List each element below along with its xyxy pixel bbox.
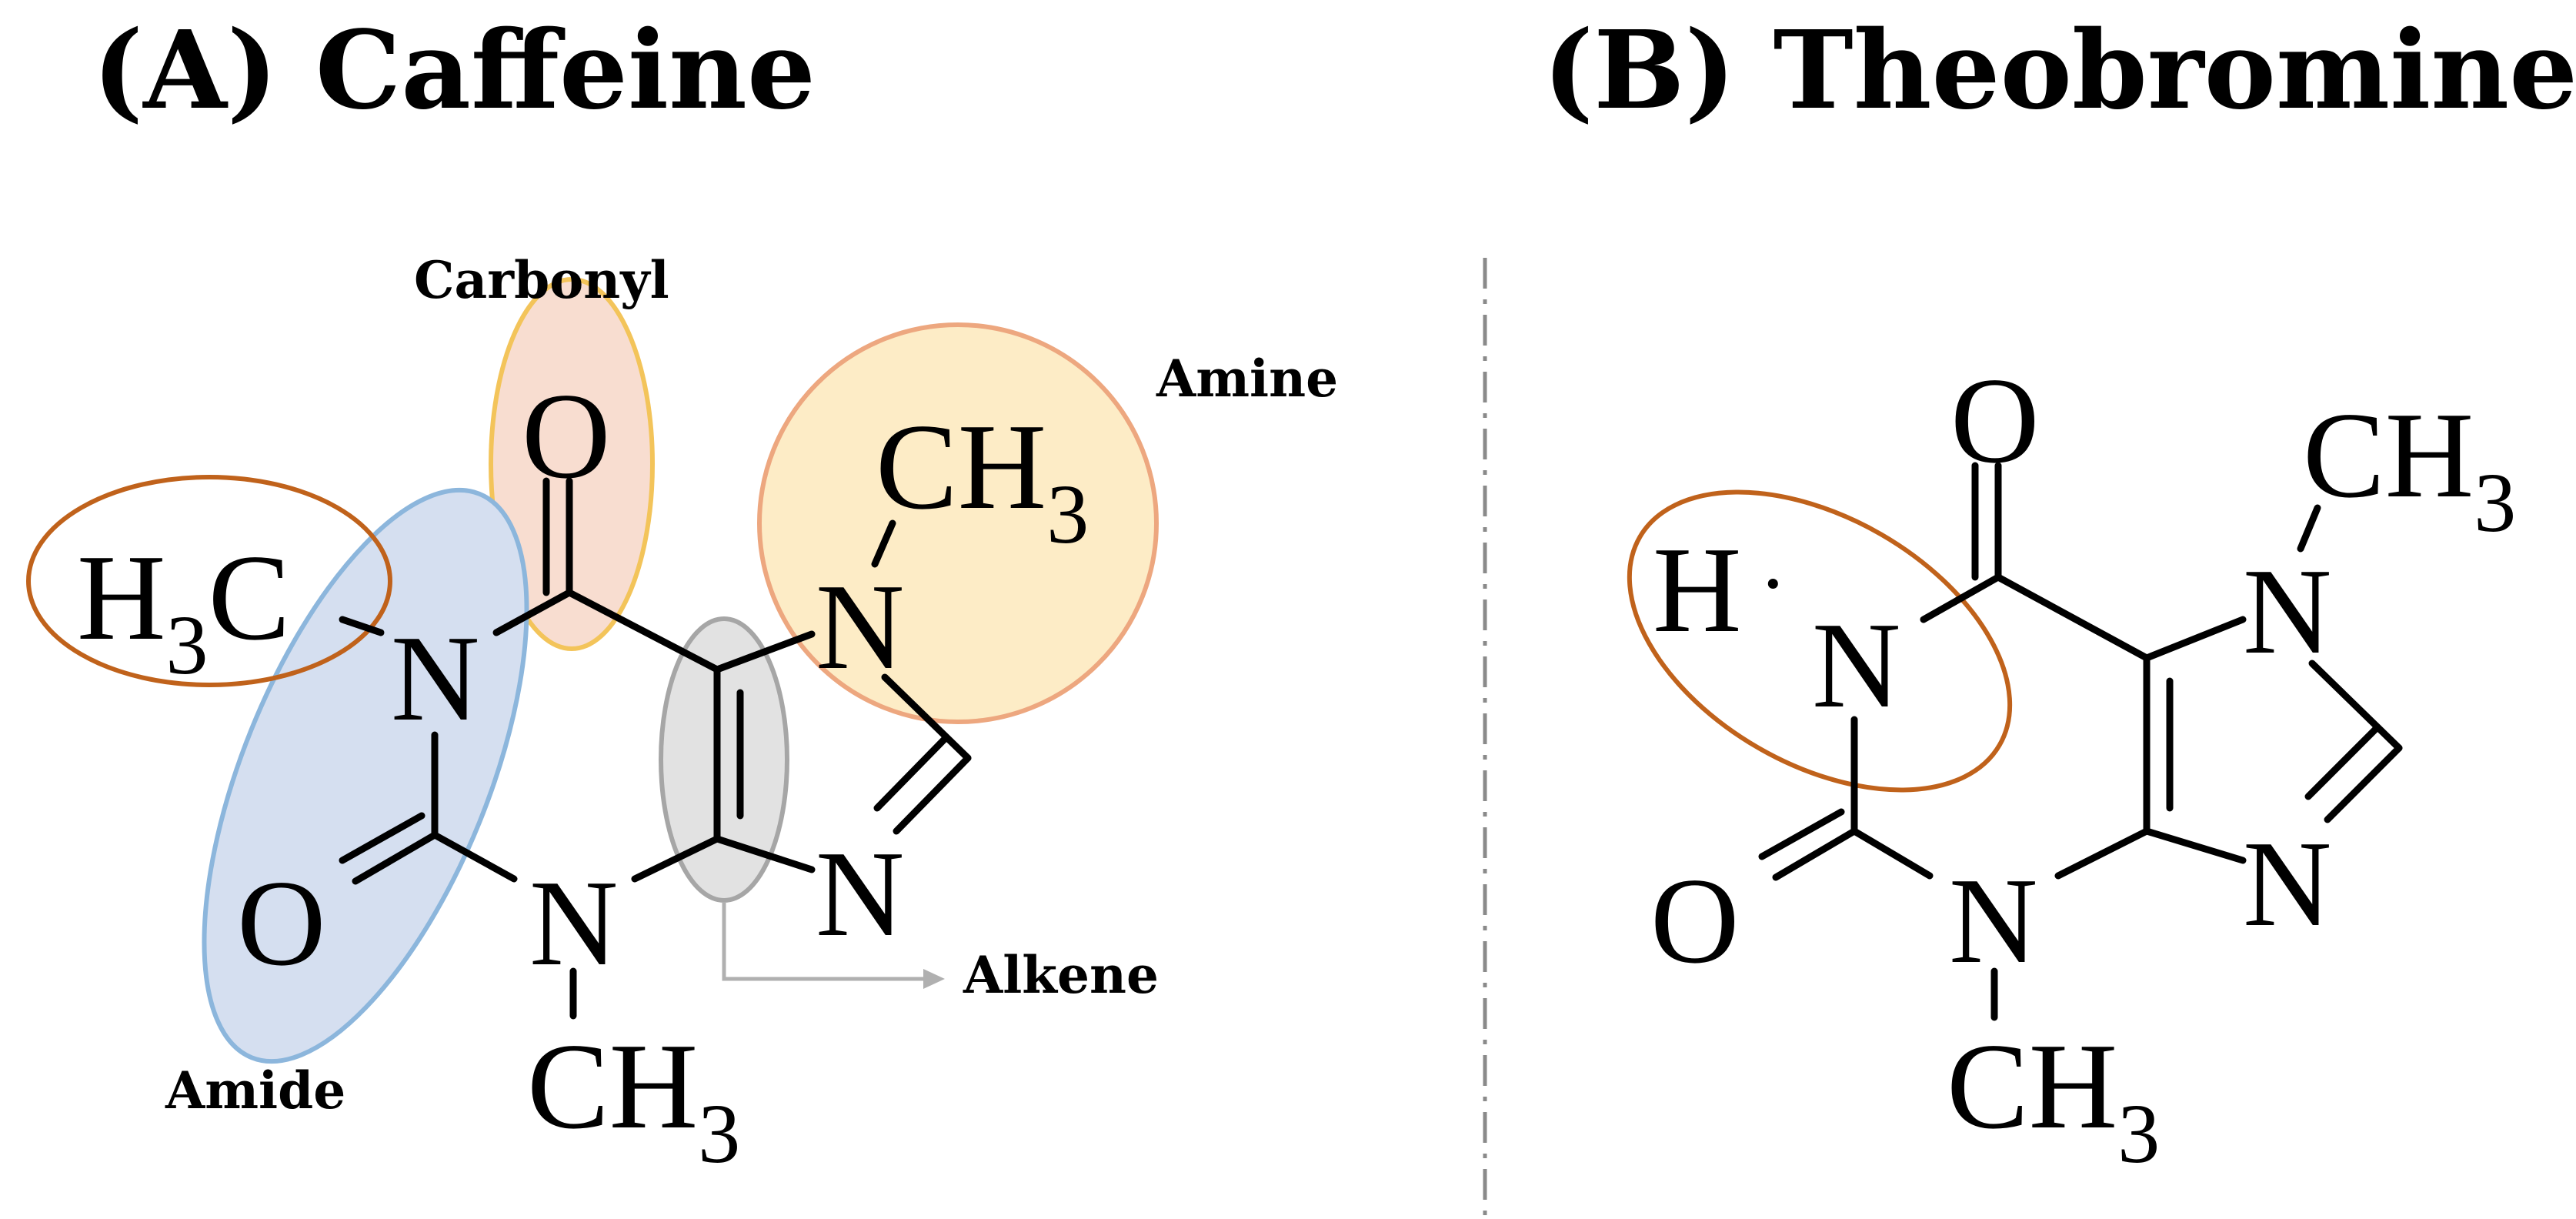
theobromine-title: (B) Theobromine [1543, 8, 2576, 134]
alkene-highlight [661, 619, 787, 900]
theobromine-methyl-bottom: CH3 [1947, 1017, 2160, 1181]
theobromine-carbonyl-oxygen: O [1950, 352, 2040, 489]
theobromine-amide-oxygen: O [1650, 852, 1740, 989]
theobromine-h-bond-dot: · [1759, 536, 1787, 630]
caffeine-bonds [339, 477, 972, 1020]
amide-label: Amide [165, 1060, 345, 1120]
caffeine-methyl-top: CH3 [876, 398, 1089, 561]
panel-caffeine: (A) Caffeine [26, 8, 1338, 1181]
theobromine-bonds [1758, 462, 2403, 1021]
caffeine-methyl-left: H3C [77, 529, 290, 692]
alkene-highlight-outline [659, 616, 789, 903]
caffeine-carbonyl-oxygen: O [522, 367, 611, 504]
caffeine-methyl-bottom: CH3 [527, 1017, 740, 1181]
caffeine-title: (A) Caffeine [92, 8, 816, 134]
nh-highlight-ring [1627, 489, 2013, 793]
amide-highlight [204, 489, 527, 1062]
alkene-pointer-line [722, 902, 927, 981]
caffeine-n7: N [816, 558, 905, 695]
theobromine-hydrogen: H [1653, 521, 1742, 658]
alkene-label: Alkene [963, 945, 1159, 1005]
caffeine-amide-oxygen: O [237, 854, 326, 991]
theobromine-n3: N [1949, 852, 2038, 989]
alkene-pointer-arrowhead [923, 969, 945, 989]
caffeine-n3: N [529, 854, 619, 991]
caffeine-n9: N [816, 825, 905, 962]
theobromine-methyl-top: CH3 [2303, 386, 2516, 549]
carbonyl-highlight [491, 279, 652, 649]
amide-highlight-outline [202, 487, 529, 1064]
methyl-highlight-ring [26, 475, 392, 687]
theobromine-n9: N [2243, 815, 2332, 952]
caffeine-n1: N [391, 610, 480, 746]
amine-label: Amine [1156, 349, 1338, 409]
amine-highlight-outline [757, 322, 1159, 724]
theobromine-n7: N [2243, 543, 2332, 680]
theobromine-n1: N [1812, 596, 1901, 733]
amine-highlight [759, 325, 1156, 722]
carbonyl-label: Carbonyl [414, 250, 669, 310]
panel-theobromine: (B) Theobromine O H · N N [1543, 8, 2576, 1181]
carbonyl-highlight-outline [489, 277, 655, 651]
